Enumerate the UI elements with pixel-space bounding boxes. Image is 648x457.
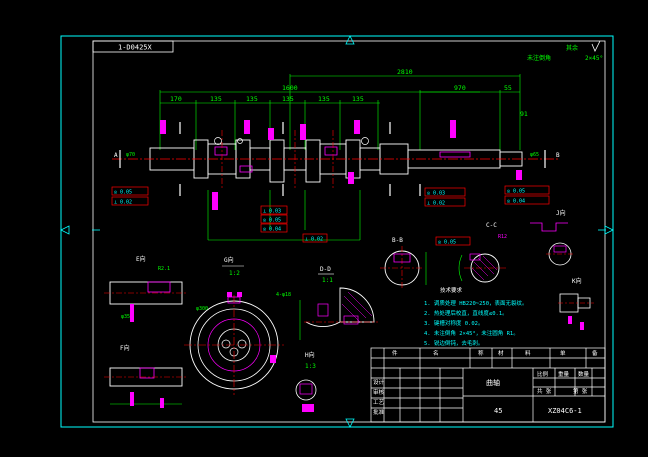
tolerance-3: ⊥ 0.03: [263, 209, 281, 215]
dim-mid-span: 1600: [282, 84, 298, 92]
svg-text:称: 称: [478, 349, 484, 357]
roughness-note: 其余: [566, 44, 578, 52]
dim-seg-4: 135: [282, 95, 294, 103]
section-c-view: C-C R12: [458, 222, 507, 283]
title-check: 审核: [373, 388, 385, 396]
tech-notes: 技术要求 1. 调质处理 HB220~250，表面无裂纹。 2. 热处理后校直，…: [424, 286, 528, 347]
title-design: 设计: [373, 378, 385, 386]
title-page: 第 张: [573, 387, 588, 395]
svg-text:φ65: φ65: [530, 152, 539, 158]
section-h-scale: 1:3: [305, 363, 316, 370]
section-d-scale: 1:1: [322, 277, 333, 284]
section-c-label: C-C: [486, 222, 497, 229]
svg-text:料: 料: [525, 349, 531, 357]
svg-text:单: 单: [560, 349, 566, 357]
tech-note-3: 3. 键槽对称度 0.02。: [424, 319, 484, 327]
svg-text:4-φ18: 4-φ18: [276, 292, 291, 298]
view-e-label: E向: [136, 255, 146, 263]
dim-seg-2: 135: [210, 95, 222, 103]
svg-text:R2.1: R2.1: [158, 266, 170, 272]
dim-seg-5: 135: [318, 95, 330, 103]
svg-text:φ300: φ300: [196, 306, 208, 312]
tech-notes-title: 技术要求: [440, 286, 463, 294]
title-mass-label: 重量: [558, 370, 570, 378]
title-scale-label: 比例: [537, 370, 549, 378]
section-b-label: B-B: [392, 237, 403, 244]
dim-overall: 2810: [397, 68, 413, 76]
dim-right-span: 970: [454, 84, 466, 92]
chamfer-note-label: 未注倒角: [527, 54, 551, 62]
view-f-label: F向: [120, 344, 130, 352]
shaft-main-view: 2810 970 1600 170 135 135 135 135 135 55…: [112, 68, 560, 241]
tolerance-6: ⊥ 0.02: [305, 237, 323, 243]
section-h-view: H向 1:3: [295, 351, 317, 412]
tolerance-2: ⊥ 0.02: [114, 200, 132, 206]
section-h-label: H向: [305, 351, 315, 359]
chamfer-note-value: 2×45°: [585, 55, 603, 62]
view-f: F向: [104, 344, 188, 408]
dim-seg-3: 135: [246, 95, 258, 103]
tolerance-1: ◎ 0.05: [114, 190, 132, 196]
view-e: E向 R2.1 φ35: [104, 255, 188, 322]
section-d-label: D-D: [320, 266, 331, 273]
tech-note-4: 4. 未注倒角 2×45°，未注圆角 R1。: [424, 329, 519, 337]
drawing-number-text: 1-D0425X: [118, 44, 153, 52]
tolerance-10: ◎ 0.04: [507, 199, 525, 205]
section-mark-right: B: [556, 152, 560, 159]
svg-text:R12: R12: [498, 234, 507, 240]
section-d-view: D-D 1:1: [299, 266, 378, 340]
svg-text:φ35: φ35: [121, 314, 130, 320]
drawing-number: XZ04C6-1: [548, 407, 582, 415]
tolerance-8: ⊥ 0.02: [427, 201, 445, 207]
section-mark-left: A: [114, 152, 118, 159]
dim-seg-1: 170: [170, 95, 182, 103]
tech-note-5: 5. 锐边倒钝，去毛刺。: [424, 339, 483, 347]
top-right-notes: 其余 未注倒角 2×45°: [527, 40, 603, 62]
drawing-number-box: 1-D0425X: [92, 40, 174, 53]
svg-text:J向: J向: [556, 209, 566, 217]
svg-text:◎ 0.05: ◎ 0.05: [438, 240, 456, 246]
part-material: 45: [494, 407, 502, 415]
tolerance-4: ◎ 0.05: [263, 218, 281, 224]
view-k-label: K向: [572, 277, 582, 285]
view-j: J向: [530, 209, 574, 266]
title-block-text: 件 名 称 材 料 单 备 设计 审核 工艺 批准 曲轴 45 比例 重量 数量…: [373, 349, 598, 416]
title-qty-label: 数量: [578, 370, 590, 378]
dim-right-end: 91: [520, 110, 528, 118]
section-b-view: B-B: [380, 237, 427, 290]
crank-end-view: G向 1:2 4-φ18 φ300: [184, 256, 291, 395]
dim-right-small: 55: [504, 84, 512, 92]
title-approve: 批准: [373, 408, 385, 416]
tolerance-frames: ◎ 0.05 ⊥ 0.02 ⊥ 0.03 ◎ 0.05 ◎ 0.04 ⊥ 0.0…: [111, 185, 550, 246]
tolerance-7: ◎ 0.03: [427, 191, 445, 197]
tech-note-2: 2. 热处理后校直，直线度≤0.1。: [424, 309, 508, 317]
part-name: 曲轴: [486, 378, 500, 387]
tolerance-9: ◎ 0.05: [507, 189, 525, 195]
svg-text:名: 名: [433, 349, 439, 357]
svg-text:件: 件: [392, 349, 398, 357]
tech-note-1: 1. 调质处理 HB220~250，表面无裂纹。: [424, 299, 528, 307]
title-process: 工艺: [373, 399, 385, 406]
dim-seg-6: 135: [352, 95, 364, 103]
title-block: [370, 347, 606, 423]
frame-center-marks: [60, 35, 614, 428]
title-sheet: 共 张: [537, 387, 552, 395]
outer-frame: [60, 35, 614, 428]
tolerance-5: ◎ 0.04: [263, 227, 281, 233]
svg-text:φ70: φ70: [126, 152, 135, 158]
svg-text:备: 备: [592, 349, 598, 357]
view-k: K向: [558, 277, 594, 330]
svg-text:材: 材: [498, 349, 504, 357]
end-view-scale: 1:2: [229, 270, 240, 277]
end-view-label: G向: [224, 256, 234, 264]
